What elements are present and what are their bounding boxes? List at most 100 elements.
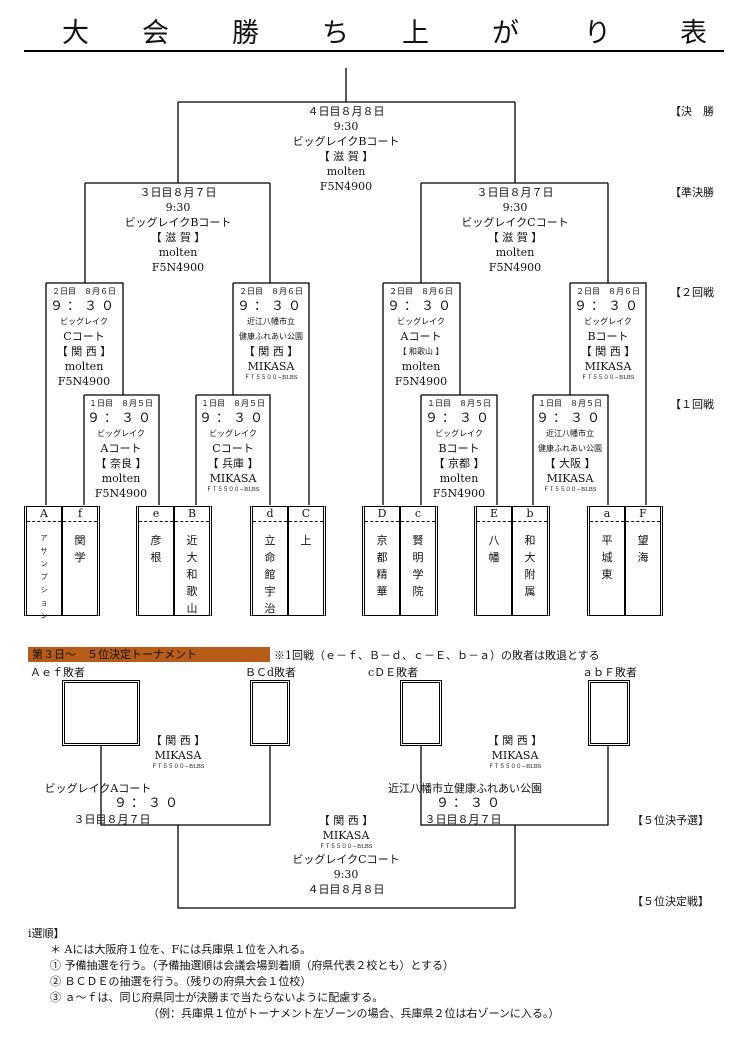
match-time: ９：３０ <box>113 796 183 811</box>
match-time: ９：３０ <box>573 299 643 314</box>
match-ball-model: F5N4900 <box>319 180 373 193</box>
match-host: 【 和歌山 】 <box>398 347 444 356</box>
title-char: 大 <box>62 18 89 49</box>
title-char: り <box>584 18 611 49</box>
match-time: ９：３０ <box>386 299 456 314</box>
team-name: 関 学 <box>74 534 86 564</box>
match-ball: molten <box>439 472 479 485</box>
team-name: 和 大 附 属 <box>524 534 536 598</box>
match-day: ３日目８月７日 <box>424 813 502 826</box>
match-venue: ビッグレイク <box>397 317 445 326</box>
match-ball-model: F5N4900 <box>57 375 111 388</box>
loser-label-3: cＤＥ敗者 <box>368 666 419 679</box>
match-host: 【 滋 賀 】 <box>150 231 206 244</box>
match-ball-model: ＦＴ５５００−BLBS <box>581 375 635 381</box>
fifth-place-note: ※1回戦（ｅ－ｆ、Ｂ－ｄ、ｃ－Ｅ、ｂ－ａ）の敗者は敗退とする <box>274 649 600 662</box>
match-host: 【 関 西 】 <box>580 345 636 358</box>
match-day: ３日目８月７日 <box>476 186 554 199</box>
team-name: 賢 明 学 院 <box>412 534 424 598</box>
final-match-info: ４日目８月８日 9:30 ビッグレイクBコート 【 滋 賀 】 molten F… <box>293 104 400 194</box>
match-time: 9:30 <box>333 868 359 881</box>
match-venue: ビッグレイクAコート <box>44 782 152 795</box>
match-host: 【 大阪 】 <box>544 457 596 470</box>
match-ball-model: F5N4900 <box>151 261 205 274</box>
r2-match-info-3: ２日目 ８月６日 ９：３０ ビッグレイク Aコート 【 和歌山 】 molten… <box>387 284 455 389</box>
fifth-right-day: ３日目８月７日 <box>425 812 502 827</box>
match-ball: molten <box>158 246 198 259</box>
match-venue: ビッグレイク <box>60 317 108 326</box>
fifth-left-venue: ビッグレイクAコート <box>45 781 152 796</box>
semi-right-match-info: ３日目８月７日 9:30 ビッグレイクCコート 【 滋 賀 】 molten F… <box>461 185 568 275</box>
match-day: ２日目 ８月６日 <box>575 287 640 296</box>
team-box: d 立 命 館 宇 治 <box>250 506 288 616</box>
note-line-5: （例：兵庫県１位がトーナメント左ゾーンの場合、兵庫県２位は右ゾーンに入る。） <box>148 1007 560 1020</box>
r1-match-info-3: １日目 ８月５日 ９：３０ ビッグレイク Bコート 【 京都 】 molten … <box>425 396 493 501</box>
team-name: 望 海 <box>637 534 649 564</box>
match-host: 【 関 西 】 <box>318 814 374 827</box>
team-name: 近 大 和 歌 山 <box>186 534 198 615</box>
note-line-2: ① 予備抽選を行う。（予備抽選順は会議会場到着順（府県代表２校とも）とする） <box>50 959 455 972</box>
fifth-right-time: ９：３０ <box>436 796 504 811</box>
team-seed-label: a <box>590 507 624 522</box>
match-court: Cコート <box>212 442 254 455</box>
team-seed-label: b <box>513 507 547 522</box>
team-name: 八 幡 <box>488 534 500 564</box>
match-ball-model: ＦＴ５５００−BLBS <box>543 487 597 493</box>
round-label-final: 【決 勝 <box>670 105 714 118</box>
match-ball: molten <box>64 360 104 373</box>
match-time: ９：３０ <box>49 299 119 314</box>
title-char: 勝 <box>232 18 259 49</box>
r2-match-info-1: ２日目 ８月６日 ９：３０ ビッグレイク Cコート 【 関 西 】 molten… <box>50 284 118 389</box>
r1-match-info-1: １日目 ８月５日 ９：３０ ビッグレイク Aコート 【 奈良 】 molten … <box>87 396 155 501</box>
match-day: ２日目 ８月６日 <box>388 287 453 296</box>
match-ball-model: ＦＴ５５００−BLBS <box>319 844 373 850</box>
loser-slot-1 <box>62 680 140 746</box>
match-day: ４日目８月８日 <box>307 105 385 118</box>
match-ball-model: ＦＴ５５００−BLBS <box>206 487 260 493</box>
note-line-3: ② ＢＣＤＥの抽選を行う。（残りの府県大会１位校） <box>50 975 312 988</box>
note-line-4: ③ ａ～ｆは、同じ府県同士が決勝まで当たらないように配慮する。 <box>50 991 384 1004</box>
team-seed-label: d <box>253 507 287 522</box>
r1-match-info-2: １日目 ８月５日 ９：３０ ビッグレイク Cコート 【 兵庫 】 MIKASA … <box>199 396 267 495</box>
title-char: ち <box>322 18 349 49</box>
match-time: 9:30 <box>165 201 191 214</box>
match-ball: MIKASA <box>322 829 370 842</box>
match-venue: 近江八幡市立 <box>246 317 295 326</box>
match-host: 【 京都 】 <box>433 457 485 470</box>
match-venue: 近江八幡市立健康ふれあい公園 <box>388 782 542 795</box>
team-seed-label: c <box>401 507 435 522</box>
match-ball: MIKASA <box>209 472 257 485</box>
match-day: １日目 ８月５日 <box>200 399 265 408</box>
match-host: 【 関 西 】 <box>56 345 112 358</box>
match-day: ３日目８月７日 <box>139 186 217 199</box>
round-label-fifth-pre: 【５位決予選】 <box>632 814 709 827</box>
match-ball-model: F5N4900 <box>394 375 448 388</box>
fifth-left-match-info: 【 関 西 】 MIKASA ＦＴ５５００−BLBS <box>151 733 206 772</box>
match-ball: MIKASA <box>546 472 594 485</box>
match-ball: molten <box>326 165 366 178</box>
match-ball: molten <box>401 360 441 373</box>
fifth-right-match-info: 【 関 西 】 MIKASA ＦＴ５５００−BLBS <box>488 733 543 772</box>
match-time: ９：３０ <box>198 411 268 426</box>
team-name: 立 命 館 宇 治 <box>264 534 276 615</box>
match-ball: molten <box>495 246 535 259</box>
match-ball-model: F5N4900 <box>432 487 486 500</box>
match-host: 【 兵庫 】 <box>207 457 259 470</box>
team-box: b 和 大 附 属 <box>512 506 550 616</box>
team-seed-label: D <box>365 507 399 522</box>
match-day: １日目 ８月５日 <box>88 399 153 408</box>
title-char: 上 <box>402 18 429 49</box>
round-label-r1: 【１回戦 <box>670 398 714 411</box>
match-ball-model: ＦＴ５５００−BLBS <box>488 764 542 770</box>
match-ball: MIKASA <box>584 360 632 373</box>
round-label-fifth-final: 【５位決定戦】 <box>632 895 709 908</box>
match-day: ２日目 ８月６日 <box>51 287 116 296</box>
match-ball: molten <box>101 472 141 485</box>
match-time: ９：３０ <box>424 411 494 426</box>
